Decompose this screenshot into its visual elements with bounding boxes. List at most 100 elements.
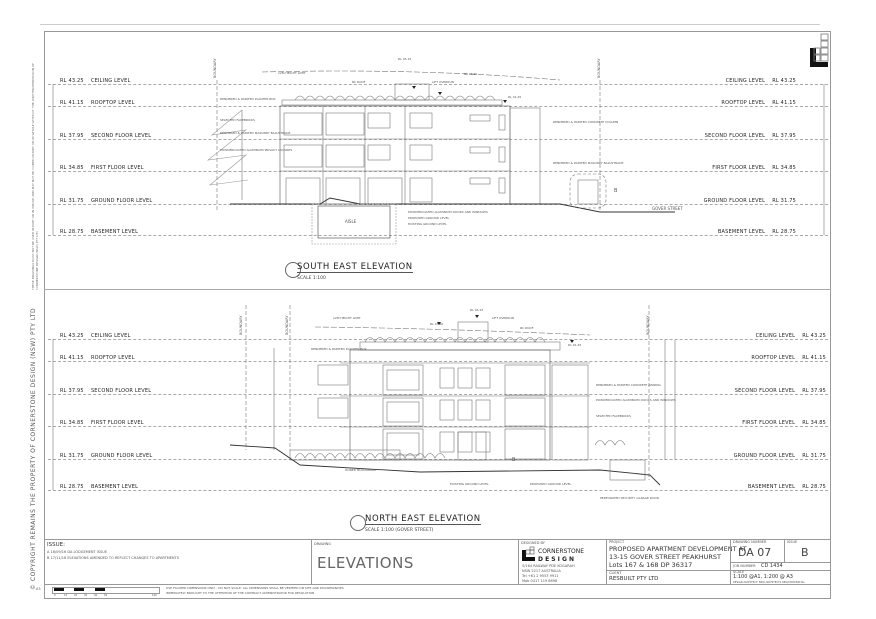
se-rl-top: RL 45.15	[398, 57, 412, 61]
project-line2: 13-15 GOVER STREET PEAKHURST	[609, 553, 721, 561]
level-line-ground	[48, 204, 828, 205]
designed-by-label: DESIGNED BY	[521, 541, 545, 545]
issue-panel: ISSUE: A 16/09/16 DA LODGEMENT ISSUE B 1…	[44, 539, 312, 585]
scale-tick-40: 40	[94, 594, 98, 597]
se-note-column: RENDERED & PAINTED CONCRETE COLUMN	[553, 120, 619, 124]
ne-height-limit-label: 12M HEIGHT LIMIT	[333, 316, 361, 320]
issue-col-label: ISSUE	[787, 540, 798, 544]
drawing-number-panel: DRAWING NUMBER DA 07 ISSUE B JOB NUMBER …	[730, 539, 831, 585]
se-note-balustrade: RENDERED & PAINTED MASONRY BALUSTRADE	[220, 131, 291, 135]
ne-level-right-3: FIRST FLOOR LEVEL RL 34.85	[742, 420, 826, 426]
ne-level-line-basement	[48, 490, 828, 491]
scale-tick-100: 100	[152, 594, 157, 597]
se-lift-overrun-label: LIFT OVERRUN	[432, 80, 454, 84]
ne-rl-top: RL 45.15	[470, 308, 484, 312]
designer-panel: DESIGNED BY CORNERSTONE D E S I G N 5/16…	[518, 539, 607, 585]
se-aisle-label: AISLE	[345, 219, 357, 224]
ne-level-right-0: CEILING LEVEL RL 43.25	[755, 333, 826, 339]
scale-tick-0: 0	[54, 594, 56, 597]
scale-label: SCALE	[733, 570, 745, 574]
level-line-ceiling	[48, 84, 828, 85]
drawing-sheet	[44, 31, 831, 599]
firm-logo-icon	[522, 546, 535, 561]
firm-address: 5/164 RAILWAY PDE KOGARAH	[522, 564, 575, 568]
ne-note-awning: RENDERED & PAINTED CONCRETE AWNING	[596, 383, 661, 387]
ne-level-line-ceiling	[48, 339, 828, 340]
job-number: CD 1434	[761, 563, 783, 569]
ne-rl-low: RL 41.45	[568, 343, 582, 347]
scale-bar-seg-2	[74, 588, 84, 591]
se-level-left-2: RL 37.95 SECOND FLOOR LEVEL	[60, 133, 152, 139]
ne-section-marker: B	[512, 457, 516, 463]
ne-level-right-5: BASEMENT LEVEL RL 28.75	[747, 484, 826, 490]
issue-row-b: B 17/11/16 ELEVATIONS AMENDED TO REFLECT…	[47, 556, 179, 560]
issue-row-a: A 16/09/16 DA LODGEMENT ISSUE	[47, 550, 108, 554]
job-number-label: JOB NUMBER	[733, 564, 756, 568]
se-level-left-1: RL 41.15 ROOFTOP LEVEL	[60, 100, 135, 106]
se-note-planter: RENDERED & PAINTED PLANTER BOX	[220, 97, 276, 101]
se-street-label: GOVER STREET	[652, 206, 683, 211]
se-rl-mid: RL 43.60	[464, 72, 478, 76]
scale-value: 1:100 @A1, 1:200 @ A3	[733, 574, 793, 580]
se-level-left-4: RL 31.75 GROUND FLOOR LEVEL	[60, 198, 153, 204]
drawing-title: ELEVATIONS	[317, 554, 414, 572]
drawing-number-label: DRAWING NUMBER	[733, 540, 767, 544]
ne-level-left-4: RL 31.75 GROUND FLOOR LEVEL	[60, 453, 153, 459]
registration-note: DESIGN ARCHITECT: NSW ARCHITECTS REGISTR…	[733, 581, 806, 584]
ne-note-garage-door: PERFORATED SECURITY GARAGE DOOR	[600, 496, 659, 500]
ne-note-blockwork: HONED BLOCKWORK	[345, 468, 377, 472]
se-note-doors: POWDERCOATED ALUMINIUM DOORS AND WINDOWS	[408, 210, 488, 214]
drawing-title-panel: DRAWING ELEVATIONS	[311, 539, 519, 585]
ne-level-right-2: SECOND FLOOR LEVEL RL 37.95	[734, 388, 826, 394]
level-line-rooftop	[48, 106, 828, 107]
job-divider	[731, 570, 830, 571]
client-label: CLIENT	[609, 571, 622, 575]
level-line-first	[48, 171, 828, 172]
se-level-right-4: GROUND FLOOR LEVEL RL 31.75	[703, 198, 796, 204]
level-line-basement	[48, 235, 828, 236]
disclaimer-line1: USE FIGURED DIMENSIONS ONLY - DO NOT SCA…	[166, 586, 344, 590]
se-note-existing-ground: EXISTING GROUND LEVEL	[408, 222, 447, 226]
ne-level-line-first	[48, 426, 828, 427]
se-note-facebricks: SELECTED FACEBRICKS	[220, 118, 255, 122]
ne-level-left-2: RL 37.95 SECOND FLOOR LEVEL	[60, 388, 152, 394]
se-level-right-0: CEILING LEVEL RL 43.25	[725, 78, 796, 84]
scale-tick-50: 50	[104, 594, 108, 597]
ne-level-line-second	[48, 394, 828, 395]
project-panel: PROJECT PROPOSED APARTMENT DEVELOPMENT A…	[606, 539, 747, 585]
sheet-size-label: A3	[36, 587, 41, 591]
se-height-limit-label: 12M HEIGHT LIMIT	[278, 71, 306, 75]
level-line-second	[48, 139, 828, 140]
se-note-proposed-ground: PROPOSED GROUND LEVEL	[408, 216, 450, 220]
se-level-right-2: SECOND FLOOR LEVEL RL 37.95	[704, 133, 796, 139]
ne-note-facebricks: SELECTED FACEBRICKS	[596, 414, 631, 418]
view-separator	[44, 289, 831, 290]
se-building-drawing	[52, 70, 825, 245]
ne-level-left-3: RL 34.85 FIRST FLOOR LEVEL	[60, 420, 144, 426]
firm-state: NSW 2217 AUSTRALIA	[522, 569, 561, 573]
ne-note-existing-ground: EXISTING GROUND LEVEL	[450, 482, 489, 486]
se-view-scale: SCALE 1:100	[297, 276, 326, 281]
se-level-right-1: ROOFTOP LEVEL RL 41.15	[721, 100, 796, 106]
ne-note-doors: POWDERCOATED ALUMINIUM DOORS AND WINDOWS	[596, 398, 676, 402]
ne-lift-overrun-label: LIFT OVERRUN	[492, 316, 514, 320]
se-view-title: SOUTH EAST ELEVATION	[297, 262, 413, 273]
ne-view-marker-icon	[350, 515, 366, 531]
ne-level-left-1: RL 41.15 ROOFTOP LEVEL	[60, 355, 135, 361]
se-level-right-5: BASEMENT LEVEL RL 28.75	[717, 229, 796, 235]
ne-level-line-ground	[48, 459, 828, 460]
ne-note-planter: RENDERED & PAINTED PLANTER BOX	[311, 347, 367, 351]
ne-level-right-1: ROOFTOP LEVEL RL 41.15	[751, 355, 826, 361]
ne-level-left-0: RL 43.25 CEILING LEVEL	[60, 333, 131, 339]
scale-tick-20: 20	[74, 594, 78, 597]
issue-label: ISSUE:	[47, 542, 65, 548]
firm-name-line1: CORNERSTONE	[538, 548, 585, 555]
ne-building-drawing	[52, 305, 676, 490]
number-divider	[731, 562, 830, 563]
ne-rl-mid: RL 43.60	[430, 322, 444, 326]
se-level-left-3: RL 34.85 FIRST FLOOR LEVEL	[60, 165, 144, 171]
scale-bar-seg-1	[54, 588, 64, 591]
se-section-marker: B	[614, 188, 618, 194]
ne-view-scale: SCALE 1:100 (GOVER STREET)	[365, 528, 434, 533]
ne-rc-roof-label: RC ROOF	[520, 326, 534, 330]
